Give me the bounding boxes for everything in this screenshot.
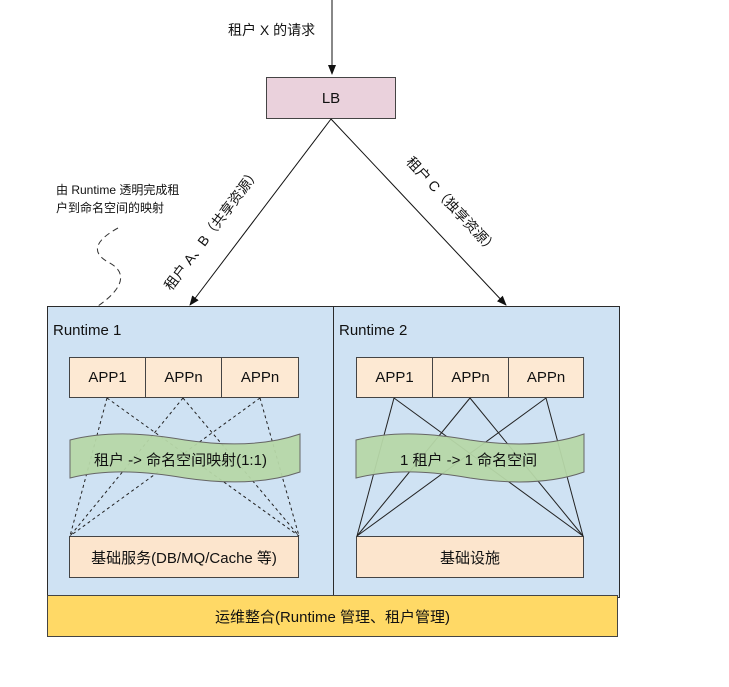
app-label: APP1 [375, 369, 414, 386]
lb-to-runtime-1-arrow [189, 118, 332, 306]
infra-label: 基础设施 [439, 549, 500, 567]
app-label: APPn [451, 369, 490, 386]
runtime-1-mapping-banner [69, 433, 301, 483]
runtime-1-title: Runtime 1 [53, 322, 122, 339]
runtime-2-infra[interactable]: 基础设施 [356, 536, 584, 578]
ops-label: 运维整合(Runtime 管理、租户管理) [214, 608, 450, 626]
runtime-2-app-2[interactable]: APPn [432, 357, 509, 398]
app-label: APPn [164, 369, 203, 386]
request-label: 租户 X 的请求 [228, 22, 316, 38]
app-label: APPn [526, 369, 566, 386]
lb-label: LB [321, 89, 341, 107]
runtime-1-app-1[interactable]: APP1 [69, 357, 146, 398]
runtime-1-app-2[interactable]: APPn [145, 357, 222, 398]
runtime-2-mapping-banner [355, 433, 585, 483]
lb-box[interactable]: LB [266, 77, 396, 119]
annotation-line-1: 由 Runtime 透明完成租 [56, 183, 180, 197]
annotation-connector [96, 227, 122, 307]
runtime-1-infra[interactable]: 基础服务(DB/MQ/Cache 等) [69, 536, 299, 578]
infra-label: 基础服务(DB/MQ/Cache 等) [91, 549, 277, 567]
app-label: APPn [240, 369, 280, 386]
app-label: APP1 [88, 369, 127, 386]
lb-to-runtime-2-arrow [330, 118, 507, 306]
runtime-2-app-1[interactable]: APP1 [356, 357, 433, 398]
runtime-1-app-3[interactable]: APPn [221, 357, 299, 398]
runtime-2-mapping-label: 1 租户 -> 1 命名空间 [400, 452, 538, 469]
annotation-line-2: 户到命名空间的映射 [56, 201, 165, 215]
runtime-2-app-3[interactable]: APPn [508, 357, 584, 398]
runtime-2-title: Runtime 2 [339, 322, 408, 339]
runtime-1-mapping-label: 租户 -> 命名空间映射(1:1) [94, 452, 267, 469]
ops-bar[interactable]: 运维整合(Runtime 管理、租户管理) [47, 595, 618, 637]
